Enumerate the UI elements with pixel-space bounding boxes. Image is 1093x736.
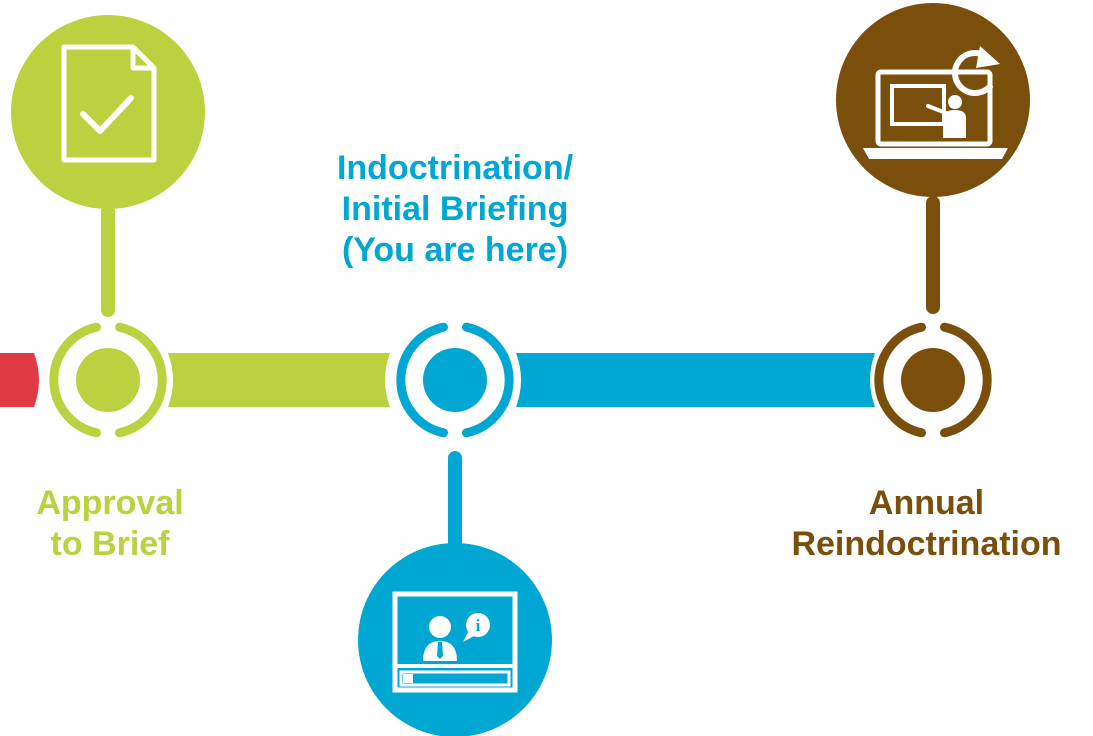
stage-label-annual: Annual Reindoctrination (760, 483, 1093, 565)
icon-circle-annual (836, 3, 1030, 197)
icon-circle-approval (11, 15, 205, 209)
stage-label-indoc: Indoctrination/ Initial Briefing (You ar… (285, 148, 625, 270)
track-segment-blue (516, 353, 875, 407)
track-segment-red (0, 353, 39, 407)
timeline-node-annual (874, 322, 992, 438)
stage-label-line: to Brief (50, 524, 170, 563)
stage-label-line: Indoctrination/ (336, 149, 574, 187)
stage-label-line: Initial Briefing (341, 189, 569, 228)
stage-label-line: (You are here) (341, 230, 569, 269)
stage-label-line: Reindoctrination (791, 524, 1062, 563)
stem-indoc (448, 451, 462, 561)
stem-annual (926, 196, 940, 314)
stage-label-line: Annual (868, 484, 985, 522)
info-glyph: i (476, 616, 481, 635)
track-segment-green (168, 353, 390, 407)
stage-label-approval: Approval to Brief (0, 483, 220, 565)
stem-approval (101, 205, 115, 317)
laptop-refresh-icon (863, 46, 1008, 159)
timeline-node-indoc (396, 322, 514, 438)
timeline-node-approval (49, 322, 167, 438)
document-check-icon (61, 44, 157, 163)
stage-label-line: Approval (36, 484, 184, 522)
icon-circle-indoc: i (358, 543, 552, 736)
video-briefing-icon: i (392, 591, 518, 693)
